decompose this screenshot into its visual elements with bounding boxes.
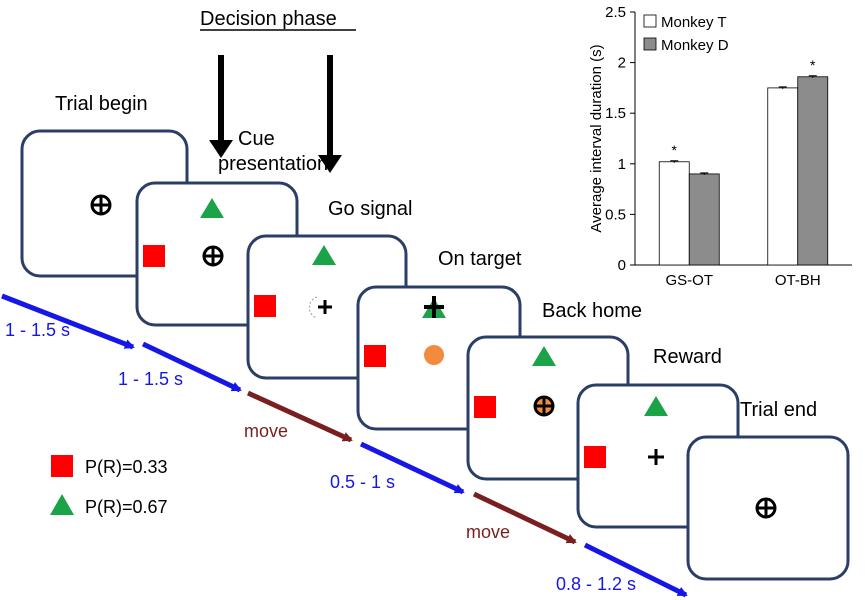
decision-arrow-left [209, 55, 233, 158]
legend-swatch [643, 14, 657, 28]
fixation-cross-icon [308, 296, 332, 319]
interval-label-1: 1 - 1.5 s [5, 320, 70, 340]
y-tick-label: 0.5 [605, 206, 626, 223]
significance-mark: * [672, 142, 678, 158]
cue-label-line2: presentation [218, 153, 328, 175]
legend-label: Monkey T [661, 14, 727, 31]
legend-green-label: P(R)=0.67 [85, 497, 168, 517]
decision-arrow-right [318, 55, 342, 173]
y-tick-label: 0 [618, 257, 626, 274]
interval-arrow-1 [1, 293, 135, 350]
significance-mark: * [810, 57, 816, 73]
orange-cursor-icon [424, 345, 444, 365]
green-triangle-icon [50, 494, 74, 515]
interval-arrow-3 [359, 441, 465, 495]
green-triangle-icon [200, 198, 224, 218]
trial-end-label: Trial end [740, 399, 817, 421]
fixation-cross-icon [648, 449, 664, 465]
legend-swatch [643, 37, 657, 51]
green-triangle-icon [644, 396, 668, 416]
move-label-1: move [244, 421, 288, 441]
cue-label-line1: Cue [238, 128, 275, 150]
bar-ot-bh-monkey-t [767, 87, 799, 266]
reward-label: Reward [653, 346, 722, 368]
interval-label-3: 0.5 - 1 s [330, 472, 395, 492]
move-arrow-2 [472, 491, 577, 545]
legend-label: Monkey D [661, 37, 729, 54]
bar-gs-ot-monkey-d [688, 173, 720, 266]
red-square-icon [254, 295, 276, 317]
red-square-icon [51, 455, 73, 477]
y-tick-label: 2 [618, 55, 626, 72]
red-square-icon [364, 345, 386, 367]
move-label-2: move [466, 522, 510, 542]
decision-phase-label: Decision phase [200, 8, 337, 30]
trial-begin-label: Trial begin [55, 93, 148, 115]
fixation-cross-circle-icon [755, 497, 777, 519]
bar-ot-bh-monkey-d [797, 76, 829, 266]
fixation-cross-circle-icon [202, 245, 224, 267]
y-tick-label: 2.5 [605, 4, 626, 21]
move-arrow-1 [246, 390, 353, 443]
interval-arrow-4 [583, 542, 688, 598]
interval-label-4: 0.8 - 1.2 s [556, 574, 636, 594]
x-tick-label: OT-BH [775, 272, 821, 289]
fixation-cross-icon [424, 296, 444, 318]
x-tick-label: GS-OT [666, 272, 714, 289]
interval-arrow-2 [141, 341, 242, 393]
y-tick-label: 1.5 [605, 105, 626, 122]
probability-legend: P(R)=0.33 P(R)=0.67 [50, 455, 168, 517]
on-target-label: On target [438, 248, 522, 270]
fixation-cross-circle-icon [90, 194, 112, 216]
cursor-on-fixation-icon [533, 395, 555, 417]
y-axis-label: Average interval duration (s) [588, 44, 605, 232]
red-square-icon [474, 396, 496, 418]
red-square-icon [584, 446, 606, 468]
green-triangle-icon [532, 346, 556, 366]
y-tick-label: 1 [618, 156, 626, 173]
legend-red-label: P(R)=0.33 [85, 457, 168, 477]
interval-label-2: 1 - 1.5 s [118, 369, 183, 389]
green-triangle-icon [312, 245, 336, 265]
red-square-icon [143, 245, 165, 267]
screen-trial-end [686, 435, 850, 581]
back-home-label: Back home [542, 300, 642, 322]
bar-gs-ot-monkey-t [658, 161, 690, 266]
go-signal-label: Go signal [328, 198, 413, 220]
